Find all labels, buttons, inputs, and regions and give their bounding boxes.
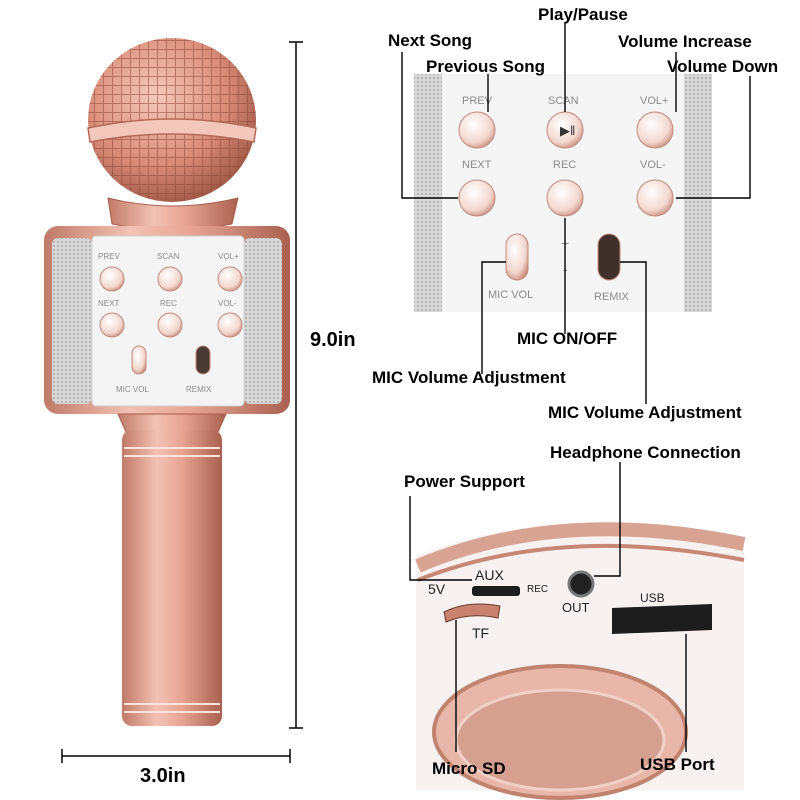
mic-remix-slider[interactable] — [195, 345, 211, 375]
mic-label-scan: SCAN — [157, 252, 179, 261]
port-label-aux: AUX — [475, 567, 504, 583]
closeup-label-prev: PREV — [462, 95, 493, 107]
mic-handle — [122, 430, 222, 726]
closeup-rec-button[interactable] — [546, 179, 584, 217]
mic-label-next: NEXT — [98, 299, 119, 308]
closeup-next-button[interactable] — [458, 179, 496, 217]
callout-mic-volume-adjustment-left: MIC Volume Adjustment — [372, 368, 566, 387]
mic-label-vol-plus: VOL+ — [218, 252, 239, 261]
mic-prev-button[interactable] — [99, 266, 125, 292]
closeup-label-mic-vol: MIC VOL — [488, 289, 533, 301]
port-callout-lines — [409, 462, 687, 752]
mic-head-band — [87, 118, 257, 143]
port-label-5v: 5V — [428, 581, 446, 597]
micro-sd-slot[interactable] — [443, 603, 501, 623]
closeup-label-vol-minus: VOL- — [640, 159, 666, 171]
callout-mic-volume-adjustment-right: MIC Volume Adjustment — [548, 403, 742, 422]
mic-speaker-grille-left — [52, 238, 92, 404]
callout-play-pause: Play/Pause — [538, 5, 628, 24]
mic-label-prev: PREV — [98, 252, 120, 261]
mic-handle-rings — [124, 447, 220, 713]
closeup-mic-vol-slider[interactable] — [505, 233, 529, 281]
play-pause-icon: ▶‖ — [560, 123, 575, 138]
closeup-vol-down-button[interactable] — [636, 179, 674, 217]
port-label-tf: TF — [472, 625, 489, 641]
port-label-usb: USB — [640, 591, 665, 605]
control-callout-lines — [401, 22, 751, 404]
callout-micro-sd: Micro SD — [432, 759, 506, 778]
ports-closeup: 5V AUX REC OUT TF USB — [415, 522, 746, 800]
aux-port[interactable] — [472, 586, 520, 596]
callout-usb-port: USB Port — [640, 755, 715, 774]
mic-speaker-grille-right — [244, 238, 282, 404]
mic-collar — [117, 413, 227, 433]
mic-label-mic-vol: MIC VOL — [116, 385, 149, 394]
callout-headphone-connection: Headphone Connection — [550, 443, 741, 462]
callout-power-support: Power Support — [404, 472, 525, 491]
callout-volume-increase: Volume Increase — [618, 32, 752, 51]
closeup-label-scan: SCAN — [548, 95, 579, 107]
height-dimension-label: 9.0in — [310, 329, 356, 351]
port-label-rec: REC — [527, 584, 548, 595]
mic-panel-buttons: PREV SCAN VOL+ NEXT REC VOL- MIC VOL REM… — [98, 252, 243, 394]
closeup-vol-up-button[interactable] — [636, 111, 674, 149]
callout-previous-song: Previous Song — [426, 57, 546, 76]
headphone-jack[interactable] — [567, 570, 595, 598]
mic-next-button[interactable] — [99, 312, 125, 338]
callout-mic-on-off: MIC ON/OFF — [517, 329, 618, 348]
width-dimension-line — [61, 749, 291, 763]
callout-volume-down: Volume Down — [667, 57, 779, 76]
mic-rec-button[interactable] — [157, 312, 183, 338]
height-dimension-line — [289, 41, 303, 729]
mic-vol-down-button[interactable] — [217, 312, 243, 338]
mic-label-vol-minus: VOL- — [218, 299, 237, 308]
port-label-out: OUT — [562, 600, 590, 615]
mic-vol-up-button[interactable] — [217, 266, 243, 292]
control-panel-closeup: PREV SCAN VOL+ ▶‖ NEXT REC VOL- + - MIC … — [414, 74, 712, 312]
closeup-label-vol-plus: VOL+ — [640, 95, 668, 107]
mic-label-rec: REC — [160, 299, 177, 308]
callout-next-song: Next Song — [388, 31, 473, 50]
mic-vol-slider[interactable] — [131, 345, 147, 375]
closeup-label-rec: REC — [553, 159, 576, 171]
mic-neck — [107, 197, 239, 231]
closeup-label-next: NEXT — [462, 159, 492, 171]
microphone: PREV SCAN VOL+ NEXT REC VOL- MIC VOL REM… — [44, 38, 290, 726]
mic-play-button[interactable] — [157, 266, 183, 292]
usb-slot[interactable] — [612, 604, 712, 634]
mic-label-remix: REMIX — [186, 385, 212, 394]
closeup-prev-button[interactable] — [458, 111, 496, 149]
closeup-remix-slider[interactable] — [597, 233, 621, 281]
closeup-label-remix: REMIX — [594, 291, 630, 303]
width-dimension-label: 3.0in — [140, 765, 186, 787]
